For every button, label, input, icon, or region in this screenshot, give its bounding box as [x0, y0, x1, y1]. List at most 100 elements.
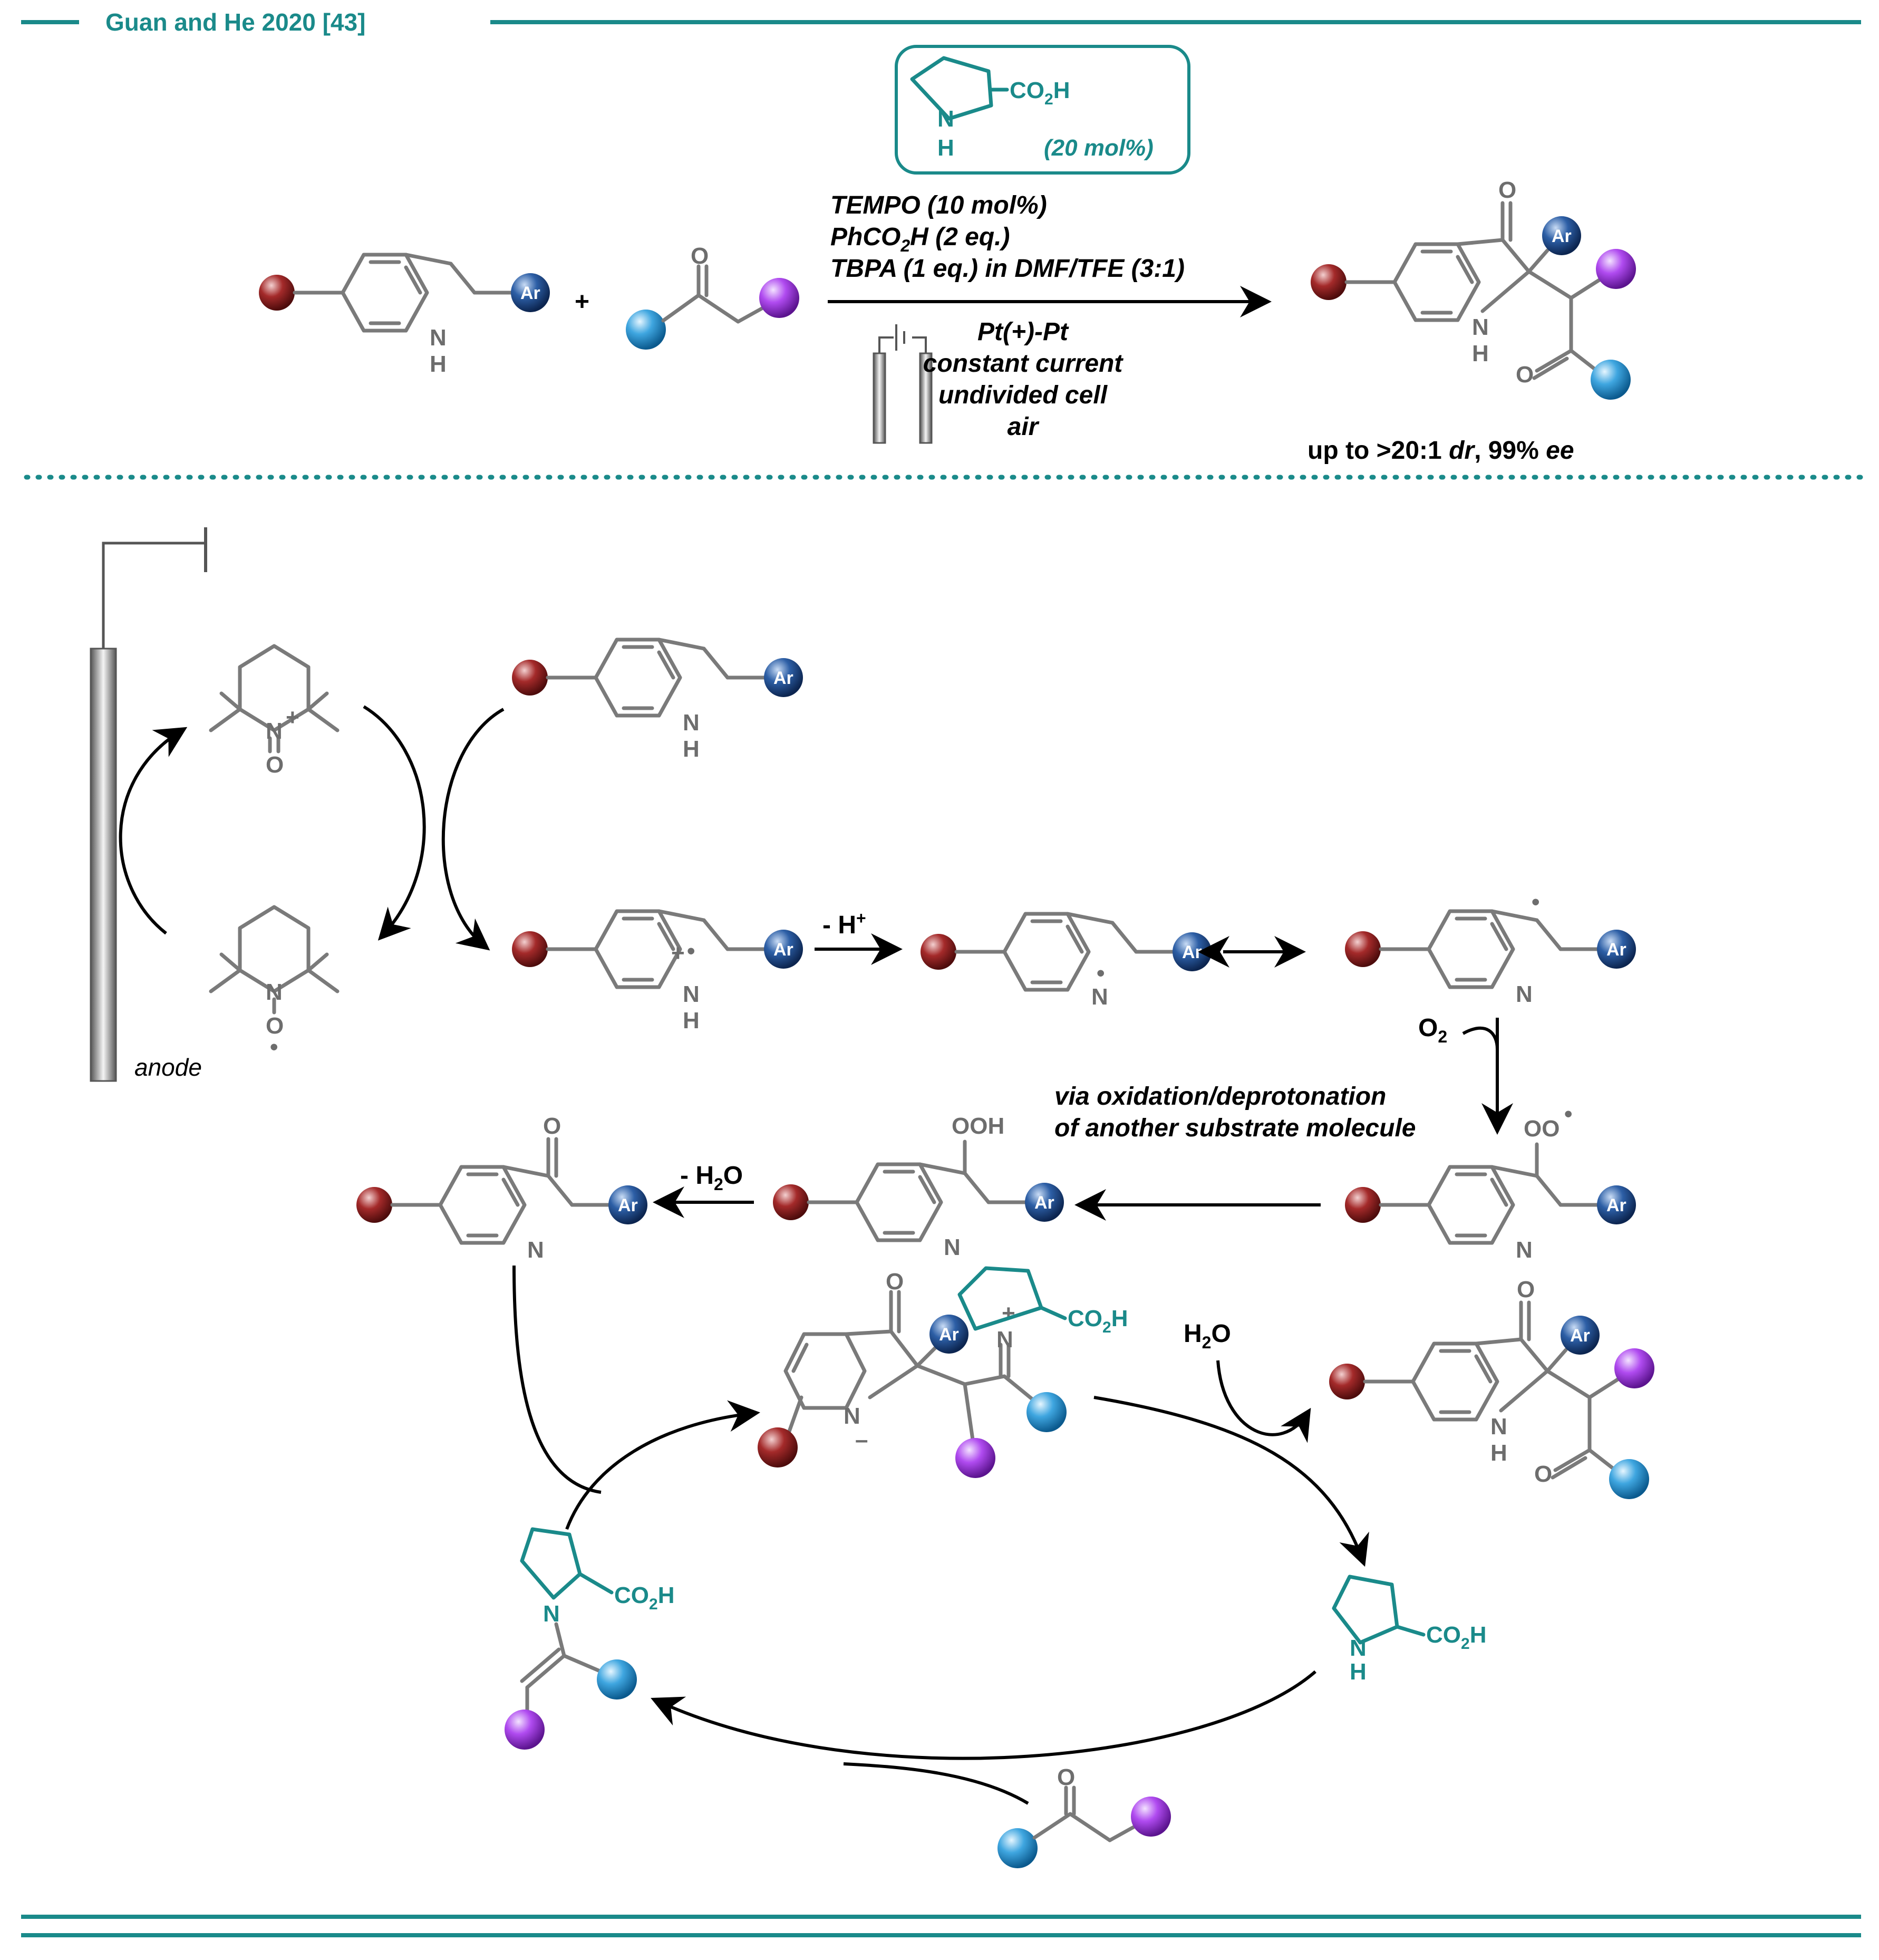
svg-text:N: N: [430, 325, 447, 351]
svg-text:Ar: Ar: [773, 940, 793, 960]
o2-curl: [1462, 1026, 1499, 1050]
condition-current: constant current: [923, 350, 1124, 378]
condition-tbpa: TBPA (1 eq.) in DMF/TFE (3:1): [830, 255, 1185, 283]
svg-text:N: N: [266, 979, 283, 1005]
svg-text:H: H: [683, 736, 700, 762]
svg-text:O: O: [266, 1013, 284, 1039]
minus-proton-label: - H+: [822, 909, 866, 939]
svg-text:O: O: [691, 243, 709, 269]
svg-text:–: –: [855, 1427, 868, 1453]
condition-cell: undivided cell: [938, 381, 1108, 409]
mech-indole: Ar N H: [512, 640, 803, 762]
indole-substrate: Ar N H: [259, 255, 550, 377]
svg-text:+: +: [671, 940, 685, 966]
catalyst-box: [895, 45, 1190, 175]
svg-text:N: N: [1490, 1414, 1507, 1440]
anode-label: anode: [134, 1054, 202, 1081]
svg-text:Ar: Ar: [1606, 1195, 1626, 1215]
arrow-enamine-addition: [565, 1400, 760, 1530]
proline-catalyst-structure: N H: [910, 56, 1009, 161]
svg-text:N: N: [266, 718, 283, 744]
selectivity-label: up to >20:1 dr, 99% ee: [1307, 437, 1574, 465]
svg-text:O: O: [1516, 362, 1534, 388]
mechanism-product: O N H Ar O: [1329, 1277, 1654, 1499]
svg-text:H: H: [683, 1008, 700, 1034]
svg-text:O: O: [543, 1113, 561, 1139]
svg-text:Ar: Ar: [1182, 942, 1202, 962]
svg-text:O: O: [266, 752, 284, 778]
proline-catalyst-free: N H CO2H: [1332, 1575, 1486, 1685]
tempo-oxoammonium: N + O: [211, 646, 337, 778]
arrow-tempo-oxidation: [119, 727, 188, 935]
svg-text:N: N: [1516, 1237, 1533, 1263]
arrow-enamine-formation: [651, 1670, 1316, 1760]
condition-electrodes: Pt(+)-Pt: [977, 318, 1069, 346]
svg-text:O: O: [1534, 1461, 1552, 1487]
ketone-substrate: O: [626, 243, 799, 350]
o2-label: O2: [1418, 1014, 1447, 1046]
svg-text:N: N: [1350, 1635, 1367, 1661]
svg-text:Ar: Ar: [773, 668, 793, 688]
catalyst-co2h: CO2H: [1010, 78, 1070, 108]
svg-text:O: O: [1517, 1277, 1535, 1302]
arrow-indole-oxidation: [441, 708, 505, 951]
svg-text:Ar: Ar: [520, 283, 540, 303]
svg-text:•: •: [1532, 889, 1539, 915]
arrow-indolone-to-cycle: [512, 1265, 602, 1494]
svg-text:O: O: [1498, 177, 1516, 203]
electrolysis-cell-icon: [873, 324, 933, 444]
indole-n-radical: Ar N •: [921, 914, 1212, 1010]
svg-text:Ar: Ar: [939, 1325, 959, 1345]
tempo-radical: N O •: [211, 907, 337, 1060]
iminium-intermediate: O N – Ar N + CO2H: [758, 1266, 1128, 1478]
arrow-catalyst-release: [1093, 1396, 1369, 1567]
svg-text:Ar: Ar: [618, 1195, 638, 1215]
svg-text:CO2H: CO2H: [1068, 1306, 1128, 1336]
svg-text:OOH: OOH: [952, 1113, 1004, 1139]
hydroperoxide: Ar N OOH: [773, 1113, 1064, 1260]
svg-text:N: N: [844, 1403, 860, 1429]
svg-text:N: N: [683, 710, 700, 736]
svg-text:+: +: [1002, 1300, 1015, 1326]
scheme-title: Guan and He 2020 [43]: [105, 8, 365, 36]
svg-text:O: O: [1057, 1764, 1075, 1790]
top-product: O N H Ar O: [1311, 177, 1636, 400]
svg-text:N: N: [683, 981, 700, 1007]
arrow-hydrolysis: [1216, 1360, 1311, 1443]
arrow-tempo-reduction: [363, 705, 426, 941]
svg-text:N: N: [944, 1234, 961, 1260]
svg-text:N: N: [1516, 981, 1533, 1007]
catalyst-loading: (20 mol%): [1044, 135, 1154, 161]
svg-text:Ar: Ar: [1570, 1326, 1590, 1346]
svg-text:CO2H: CO2H: [614, 1582, 674, 1613]
svg-text:Ar: Ar: [1552, 226, 1572, 246]
arrow-ketone-entry: [843, 1762, 1029, 1805]
svg-text:CO2H: CO2H: [1426, 1622, 1486, 1653]
svg-text:Ar: Ar: [1034, 1193, 1054, 1213]
peroxyl-radical: Ar N OO •: [1345, 1101, 1636, 1263]
svg-text:OO: OO: [1524, 1116, 1560, 1142]
indolone-intermediate: Ar N O: [356, 1113, 647, 1263]
svg-text:N: N: [937, 106, 954, 132]
svg-text:N: N: [527, 1237, 544, 1263]
svg-text:•: •: [1097, 960, 1105, 986]
svg-text:Ar: Ar: [1606, 940, 1626, 960]
via-text-2: of another substrate molecule: [1054, 1114, 1416, 1142]
minus-water-label: - H2O: [680, 1162, 743, 1194]
svg-text:H: H: [1350, 1659, 1367, 1685]
water-label: H2O: [1184, 1320, 1231, 1352]
indole-radical-cation: Ar N H + •: [512, 911, 803, 1034]
svg-text:•: •: [270, 1034, 278, 1060]
condition-air: air: [1008, 413, 1040, 441]
svg-text:N: N: [1091, 984, 1108, 1010]
svg-text:H: H: [937, 135, 954, 161]
plus-sign: +: [575, 288, 589, 316]
indole-c-radical: Ar N •: [1345, 889, 1636, 1007]
condition-tempo: TEMPO (10 mol%): [830, 191, 1047, 219]
svg-text:H: H: [1472, 341, 1489, 366]
condition-acid: PhCO2H (2 eq.): [830, 223, 1010, 255]
via-text-1: via oxidation/deprotonation: [1054, 1083, 1386, 1111]
svg-text:•: •: [1564, 1101, 1572, 1127]
svg-text:N: N: [996, 1327, 1013, 1353]
